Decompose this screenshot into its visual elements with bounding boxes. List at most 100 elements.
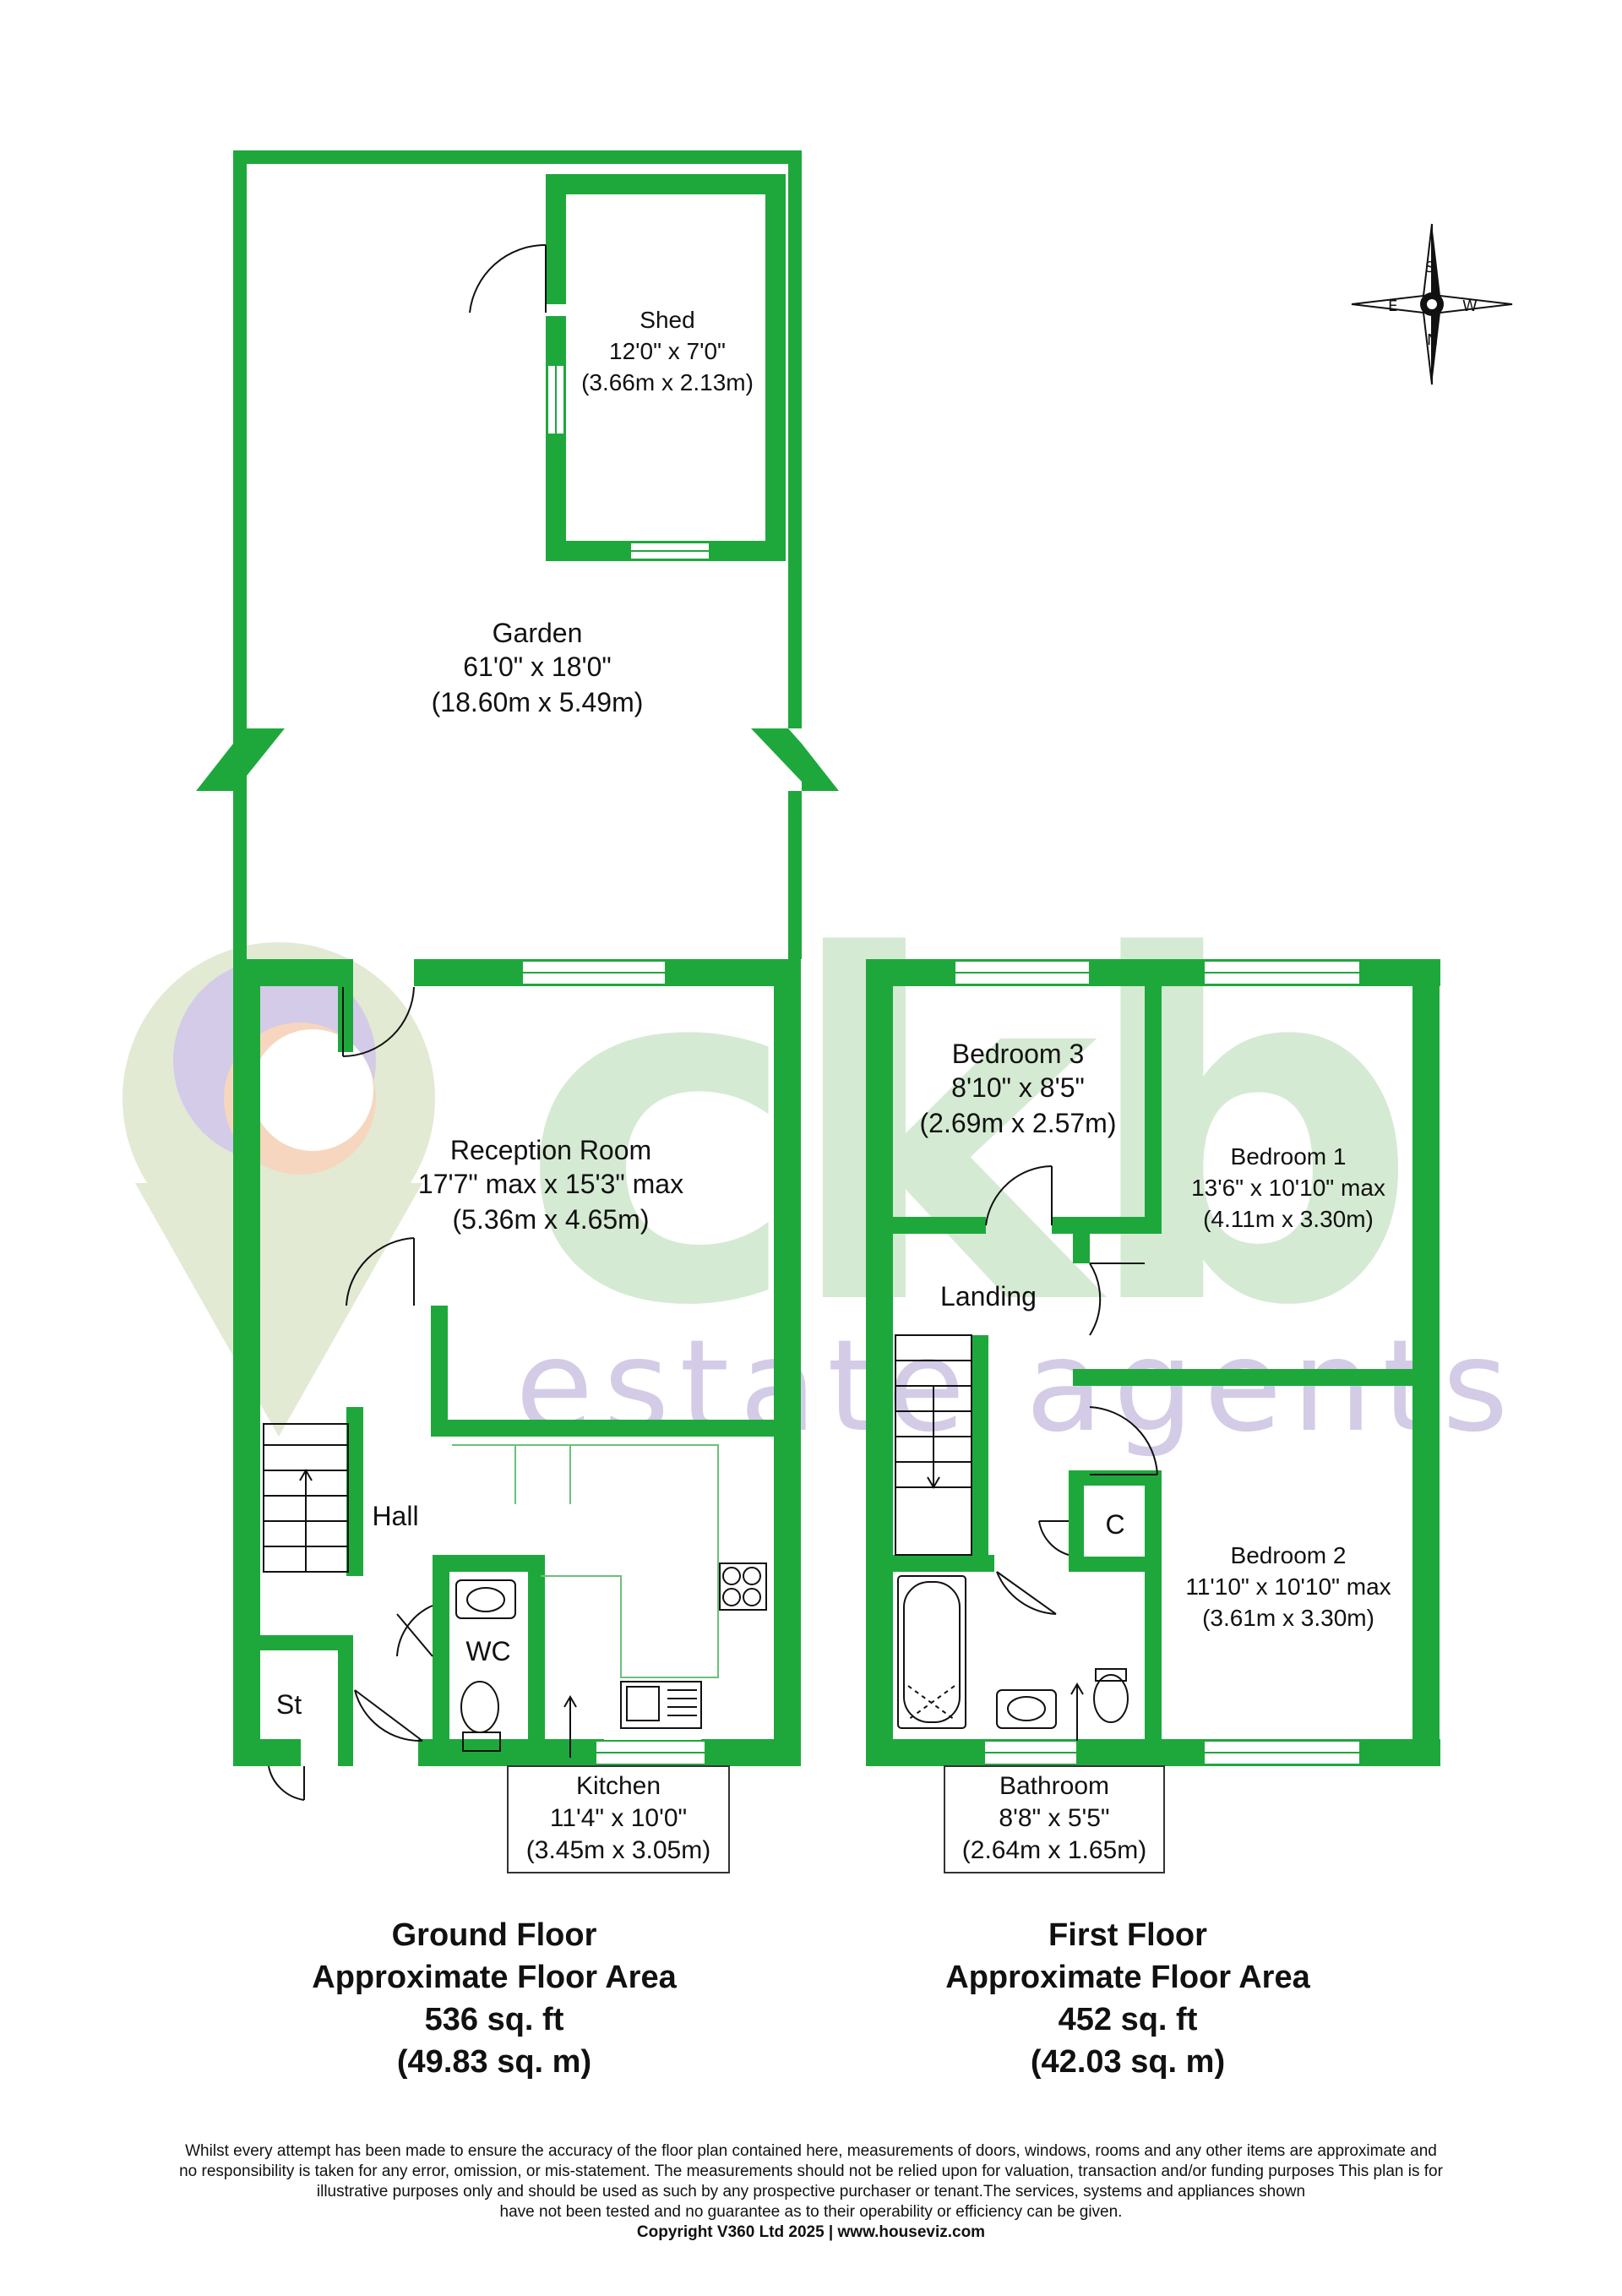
- ground-floor-subtitle: Approximate Floor Area: [312, 1960, 677, 1995]
- kitchen-metric: (3.45m x 3.05m): [525, 1836, 711, 1864]
- bedroom1-metric: (4.11m x 3.30m): [1203, 1206, 1374, 1232]
- bedroom2-imperial: 11'10" x 10'10" max: [1185, 1573, 1391, 1600]
- garden-wall-right-zigzag: [751, 728, 839, 799]
- cupboard-wall-bottom: [1069, 1557, 1162, 1572]
- stairs-wall: [346, 1407, 363, 1576]
- shed-wall-left: [546, 174, 566, 304]
- watermark-pin-center: [252, 1029, 373, 1151]
- watermark-tagline: estate agents: [515, 1313, 1518, 1460]
- ground-floor-sqm: (49.83 sq. m): [396, 2044, 592, 2080]
- bathroom-imperial: 8'8" x 5'5": [999, 1804, 1110, 1832]
- store-wall-right: [338, 1635, 353, 1766]
- bedroom2-metric: (3.61m x 3.30m): [1202, 1605, 1374, 1631]
- room-labels: Shed 12'0" x 7'0" (3.66m x 2.13m) Garden…: [276, 307, 1391, 1720]
- compass-s-label: S: [1425, 259, 1434, 276]
- copyright-notice: Copyright V360 Ltd 2025 | www.houseviz.c…: [636, 2223, 986, 2241]
- disclaimer-line-3: illustrative purposes only and should be…: [316, 2183, 1306, 2201]
- ground-floor-area-summary: Ground Floor Approximate Floor Area 536 …: [232, 1914, 756, 2083]
- ground-floor-plan: [196, 150, 839, 959]
- house-wall-bottom-left: [233, 1739, 301, 1766]
- kitchen-label-box: Kitchen 11'4" x 10'0" (3.45m x 3.05m): [507, 1765, 730, 1873]
- ground-floor-title: Ground Floor: [391, 1917, 597, 1953]
- garden-wall-right-upper: [788, 150, 802, 728]
- hall-door: [346, 1237, 415, 1306]
- garden-name: Garden: [493, 618, 583, 648]
- cupboard-name: C: [1105, 1509, 1124, 1540]
- bed3-wall-bottom-right: [1052, 1217, 1162, 1234]
- bed3-wall-right: [1145, 980, 1162, 1230]
- bathroom-toilet-icon: [1093, 1674, 1129, 1723]
- sink-icon: [620, 1681, 702, 1729]
- disclaimer: Whilst every attempt has been made to en…: [34, 2141, 1588, 2243]
- compass-rose-icon: S N E W: [1351, 223, 1513, 385]
- first-floor-subtitle: Approximate Floor Area: [945, 1960, 1310, 1995]
- landing-name: Landing: [940, 1281, 1037, 1312]
- bed3-door: [985, 1165, 1053, 1226]
- stairs-ff-wall: [972, 1335, 988, 1555]
- bathroom-label-box: Bathroom 8'8" x 5'5" (2.64m x 1.65m): [944, 1765, 1165, 1873]
- first-floor-doors: [985, 1165, 1158, 1615]
- shed-name: Shed: [640, 307, 694, 333]
- kitchen-fittings: [452, 1444, 719, 1678]
- bed1-door: [1089, 1263, 1102, 1336]
- bed1-wall-bottom: [1086, 1369, 1419, 1386]
- house-wall-right: [774, 959, 801, 1766]
- bathroom-door: [996, 1571, 1057, 1615]
- garden-wall-top: [233, 150, 802, 164]
- bedroom1-name: Bedroom 1: [1231, 1143, 1347, 1170]
- house-wall-bottom-right: [701, 1739, 801, 1766]
- ff-wall-right: [1412, 959, 1440, 1766]
- first-floor-sqft: 452 sq. ft: [1058, 2002, 1198, 2037]
- reception-imperial: 17'7" max x 15'3" max: [418, 1169, 683, 1199]
- shed-metric: (3.66m x 2.13m): [581, 369, 754, 395]
- ground-stairs: [263, 1423, 349, 1573]
- watermark-brand-letters: ckb: [520, 859, 1402, 1410]
- bathroom-fixtures: [897, 1575, 1129, 1741]
- landing-inner-wall: [1073, 1369, 1090, 1386]
- kitchen-imperial: 11'4" x 10'0": [549, 1804, 688, 1832]
- bath-wall-top: [893, 1555, 994, 1572]
- ground-floor-windows: [521, 960, 706, 1765]
- wc-wall-right: [528, 1555, 545, 1766]
- bedroom3-metric: (2.69m x 2.57m): [920, 1108, 1117, 1138]
- reception-patio-door: [342, 986, 415, 1057]
- wc-basin-icon: [455, 1579, 516, 1619]
- store-wall-top: [260, 1635, 353, 1650]
- toilet-icon: [460, 1681, 499, 1733]
- bedroom3-name: Bedroom 3: [952, 1039, 1085, 1069]
- ground-floor-sqft: 536 sq. ft: [424, 2002, 564, 2037]
- reception-metric: (5.36m x 4.65m): [453, 1204, 650, 1235]
- bed3-wall-bottom-left: [893, 1217, 986, 1234]
- bathroom-basin-icon: [996, 1689, 1057, 1729]
- shed-wall-right: [765, 174, 786, 561]
- bathroom-name: Bathroom: [999, 1772, 1110, 1800]
- wc-name: WC: [465, 1636, 510, 1666]
- first-floor-area-summary: First Floor Approximate Floor Area 452 s…: [866, 1914, 1390, 2083]
- wc-fixtures: [455, 1579, 516, 1752]
- compass-e-label: E: [1388, 297, 1397, 315]
- kitchen-appliances: [563, 1562, 767, 1758]
- reception-name: Reception Room: [450, 1135, 651, 1165]
- first-floor-stairs: [895, 1334, 972, 1556]
- shed-imperial: 12'0" x 7'0": [609, 338, 726, 364]
- disclaimer-line-1: Whilst every attempt has been made to en…: [185, 2142, 1437, 2160]
- garden-wall-left-upper: [233, 150, 247, 728]
- compass-w-label: W: [1462, 297, 1478, 315]
- ground-floor-doors: [268, 986, 433, 1801]
- hob-icon: [719, 1562, 767, 1611]
- first-floor-windows: [954, 960, 1361, 1765]
- first-floor-title: First Floor: [1048, 1917, 1207, 1953]
- ff-wall-left: [866, 959, 893, 1766]
- bedroom1-imperial: 13'6" x 10'10" max: [1191, 1175, 1385, 1201]
- compass-n-label: N: [1427, 331, 1438, 349]
- garden-wall-left-lower: [233, 799, 247, 959]
- bath-icon: [897, 1575, 966, 1729]
- disclaimer-line-2: no responsibility is taken for any error…: [179, 2162, 1443, 2180]
- ground-floor-openings: [547, 364, 710, 560]
- cupboard-wall-left: [1069, 1470, 1084, 1572]
- hall-wall-vertical: [431, 1306, 448, 1437]
- wc-wall-left: [433, 1555, 449, 1766]
- disclaimer-line-4: have not been tested and no guarantee as…: [499, 2203, 1123, 2221]
- shed-door: [469, 243, 547, 314]
